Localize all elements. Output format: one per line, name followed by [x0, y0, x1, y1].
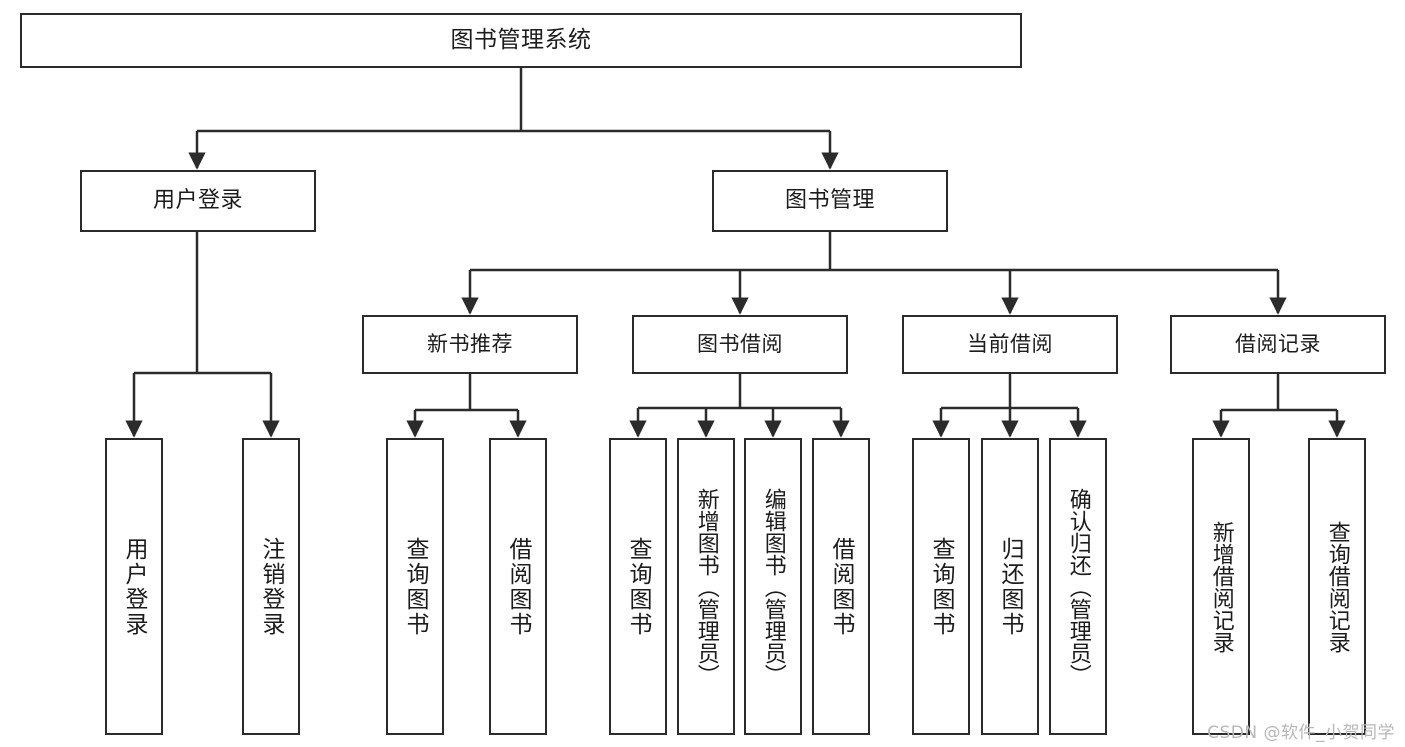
- node-label: 查询图书: [625, 536, 652, 637]
- node-leaf-borrow-book[interactable]: 借阅图书: [812, 438, 870, 735]
- node-label: 借阅记录: [1235, 332, 1321, 357]
- node-label: 图书管理系统: [450, 27, 592, 54]
- node-label: 查询借阅记录: [1324, 520, 1350, 653]
- node-leaf-query-borrow-record[interactable]: 查询借阅记录: [1308, 438, 1366, 735]
- node-current-borrowing[interactable]: 当前借阅: [902, 315, 1118, 374]
- node-book-management[interactable]: 图书管理: [712, 170, 948, 232]
- node-leaf-logout[interactable]: 注销登录: [242, 438, 300, 735]
- node-label: 用户登录: [152, 188, 243, 214]
- node-label: 当前借阅: [967, 332, 1053, 357]
- node-root-book-management-system[interactable]: 图书管理系统: [20, 13, 1022, 68]
- node-leaf-query-book-new[interactable]: 查询图书: [386, 438, 444, 735]
- node-label: 确认归还（管理员）: [1065, 487, 1091, 686]
- node-leaf-confirm-return-admin[interactable]: 确认归还（管理员）: [1049, 438, 1107, 735]
- node-leaf-user-login[interactable]: 用户登录: [105, 438, 163, 735]
- node-leaf-add-book-admin[interactable]: 新增图书（管理员）: [677, 438, 735, 735]
- node-label: 编辑图书（管理员）: [760, 487, 786, 686]
- node-label: 借阅图书: [505, 536, 532, 637]
- node-borrowing-record[interactable]: 借阅记录: [1170, 315, 1386, 374]
- node-user-login[interactable]: 用户登录: [80, 170, 316, 232]
- node-leaf-query-book[interactable]: 查询图书: [609, 438, 667, 735]
- node-leaf-borrow-book-new[interactable]: 借阅图书: [489, 438, 547, 735]
- node-leaf-add-borrow-record[interactable]: 新增借阅记录: [1192, 438, 1250, 735]
- csdn-watermark: CSDN @软件_小贺同学: [1207, 723, 1395, 743]
- node-label: 注销登录: [258, 536, 285, 637]
- node-label: 新书推荐: [427, 332, 513, 357]
- node-leaf-edit-book-admin[interactable]: 编辑图书（管理员）: [744, 438, 802, 735]
- node-leaf-return-book[interactable]: 归还图书: [981, 438, 1039, 735]
- node-label: 查询图书: [928, 536, 955, 637]
- node-label: 借阅图书: [828, 536, 855, 637]
- node-label: 归还图书: [997, 536, 1024, 637]
- node-book-borrowing[interactable]: 图书借阅: [632, 315, 848, 374]
- node-label: 图书管理: [784, 188, 875, 214]
- node-label: 新增图书（管理员）: [693, 487, 719, 686]
- node-label: 用户登录: [121, 536, 148, 637]
- node-label: 查询图书: [402, 536, 429, 637]
- node-label: 图书借阅: [697, 332, 783, 357]
- node-new-book-recommendation[interactable]: 新书推荐: [362, 315, 578, 374]
- node-leaf-query-book-current[interactable]: 查询图书: [912, 438, 970, 735]
- node-label: 新增借阅记录: [1208, 520, 1234, 653]
